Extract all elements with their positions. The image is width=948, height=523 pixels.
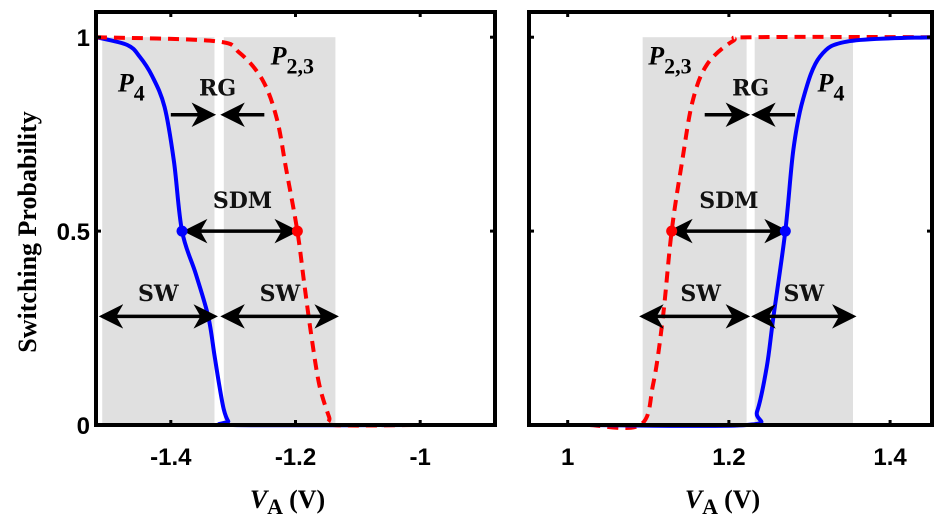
- plot-frame: [527, 10, 934, 427]
- sw-label: SW: [260, 281, 301, 307]
- series-line-P4: [95, 35, 408, 428]
- x-axis-label: VA(V): [685, 485, 760, 519]
- sw-label: SW: [784, 281, 825, 307]
- curve-label-sub: 2,3: [286, 53, 314, 78]
- y-tick-label: 1: [77, 25, 90, 52]
- half-probability-marker: [176, 225, 188, 237]
- x-tick-label: 1: [561, 444, 574, 471]
- sw-label: SW: [680, 281, 721, 307]
- x-axis-label-main: V: [685, 485, 705, 514]
- curve-label: P2,3: [270, 41, 314, 78]
- curve-label-main: P: [270, 41, 288, 70]
- x-axis-label-sub: A: [702, 494, 718, 519]
- x-tick-label: -1.2: [275, 444, 316, 471]
- curve-label-sub: 4: [833, 80, 844, 105]
- curve-label: P4: [817, 68, 845, 105]
- x-axis-label-main: V: [250, 485, 270, 514]
- half-probability-marker: [291, 225, 303, 237]
- x-tick-label: -1.4: [150, 444, 192, 471]
- series-line-P2-3: [589, 34, 933, 430]
- curve-label: P4: [117, 68, 145, 105]
- series-line-P2-3: [95, 35, 414, 428]
- y-tick-label: 0.5: [57, 219, 90, 246]
- rg-label: RG: [732, 75, 769, 101]
- sdm-label: SDM: [213, 188, 272, 214]
- curve-label-main: P: [647, 41, 665, 70]
- half-probability-marker: [779, 225, 791, 237]
- y-tick-label: 0: [77, 413, 90, 440]
- sw-label: SW: [138, 281, 179, 307]
- x-axis-label-sub: A: [267, 494, 283, 519]
- x-tick-label: -1: [410, 444, 431, 471]
- curve-label-main: P: [817, 68, 835, 97]
- sdm-label: SDM: [699, 188, 758, 214]
- curve-label-main: P: [117, 68, 135, 97]
- x-tick-label: 1.2: [712, 444, 745, 471]
- curve-label-sub: 2,3: [664, 53, 692, 78]
- half-probability-marker: [666, 225, 678, 237]
- y-axis-label: Switching Probability: [13, 111, 42, 353]
- curve-label-sub: 4: [134, 80, 145, 105]
- x-axis-label-unit: (V): [724, 485, 760, 514]
- x-axis-label-unit: (V): [289, 485, 325, 514]
- x-axis-label: VA(V): [250, 485, 325, 519]
- x-tick-label: 1.4: [873, 444, 907, 471]
- rg-label: RG: [199, 75, 236, 101]
- curve-label: P2,3: [647, 41, 691, 78]
